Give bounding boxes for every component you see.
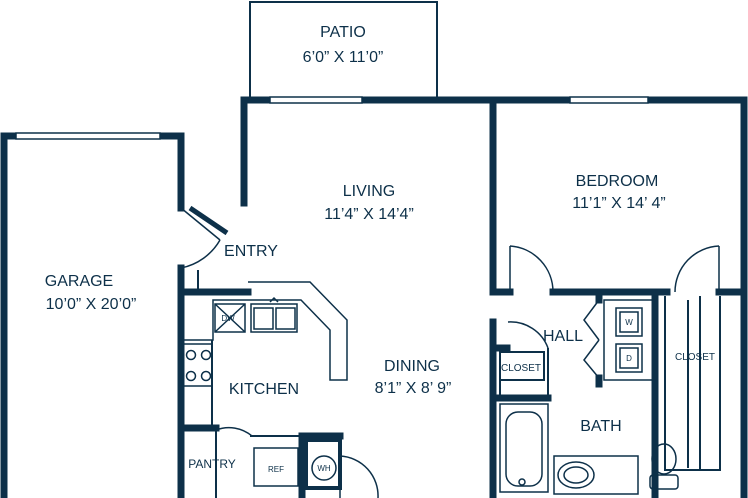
washer <box>615 307 643 337</box>
toilet-tank <box>649 474 679 490</box>
dining-size: 8’1” X 8’ 9” <box>375 380 452 397</box>
kitchen-name: KITCHEN <box>229 381 299 398</box>
appliances <box>253 438 342 490</box>
bath-fixtures <box>499 403 679 495</box>
patio-size: 6’0” X 11’0” <box>303 49 384 66</box>
stove <box>181 343 213 387</box>
entry-name: ENTRY <box>224 243 278 260</box>
closets <box>499 351 545 381</box>
bathtub <box>499 403 549 493</box>
dryer-label: D <box>626 354 632 363</box>
pantry-name: PANTRY <box>188 457 236 471</box>
doors <box>180 205 720 498</box>
closet-hall-name: CLOSET <box>501 363 541 374</box>
dining-name: DINING <box>384 358 440 375</box>
refrigerator <box>253 447 299 487</box>
laundry <box>603 299 655 381</box>
dishwasher <box>214 303 246 333</box>
bath-sink <box>557 461 595 489</box>
kitchen-sink <box>250 303 298 333</box>
bedroom-size: 11’1” X 14’ 4” <box>572 195 665 212</box>
washer-label: W <box>625 318 633 327</box>
bedroom-name: BEDROOM <box>576 173 659 190</box>
dishwasher-label: DW <box>221 314 235 323</box>
water-heater-label: WH <box>317 464 331 473</box>
windows <box>15 96 649 140</box>
fixture-labels: DW W D REF WH <box>221 314 633 474</box>
living-size: 11’4” X 14’4” <box>324 206 414 223</box>
patio-name: PATIO <box>320 24 366 41</box>
bath-name: BATH <box>580 418 621 435</box>
vanity <box>553 455 639 495</box>
hall-name: HALL <box>543 328 583 345</box>
water-heater <box>311 455 337 481</box>
refrigerator-label: REF <box>268 465 284 474</box>
garage-name: GARAGE <box>45 273 113 290</box>
kitchen-counter <box>181 281 348 381</box>
garage-size: 10’0” X 20’0” <box>46 296 137 313</box>
toilet-bowl <box>651 443 677 475</box>
room-labels: PATIO 6’0” X 11’0” LIVING 11’4” X 14’4” … <box>45 24 715 471</box>
living-name: LIVING <box>343 183 395 200</box>
dryer <box>615 343 643 373</box>
water-heater-box <box>304 438 342 490</box>
closet-bedroom-name: CLOSET <box>675 352 715 363</box>
